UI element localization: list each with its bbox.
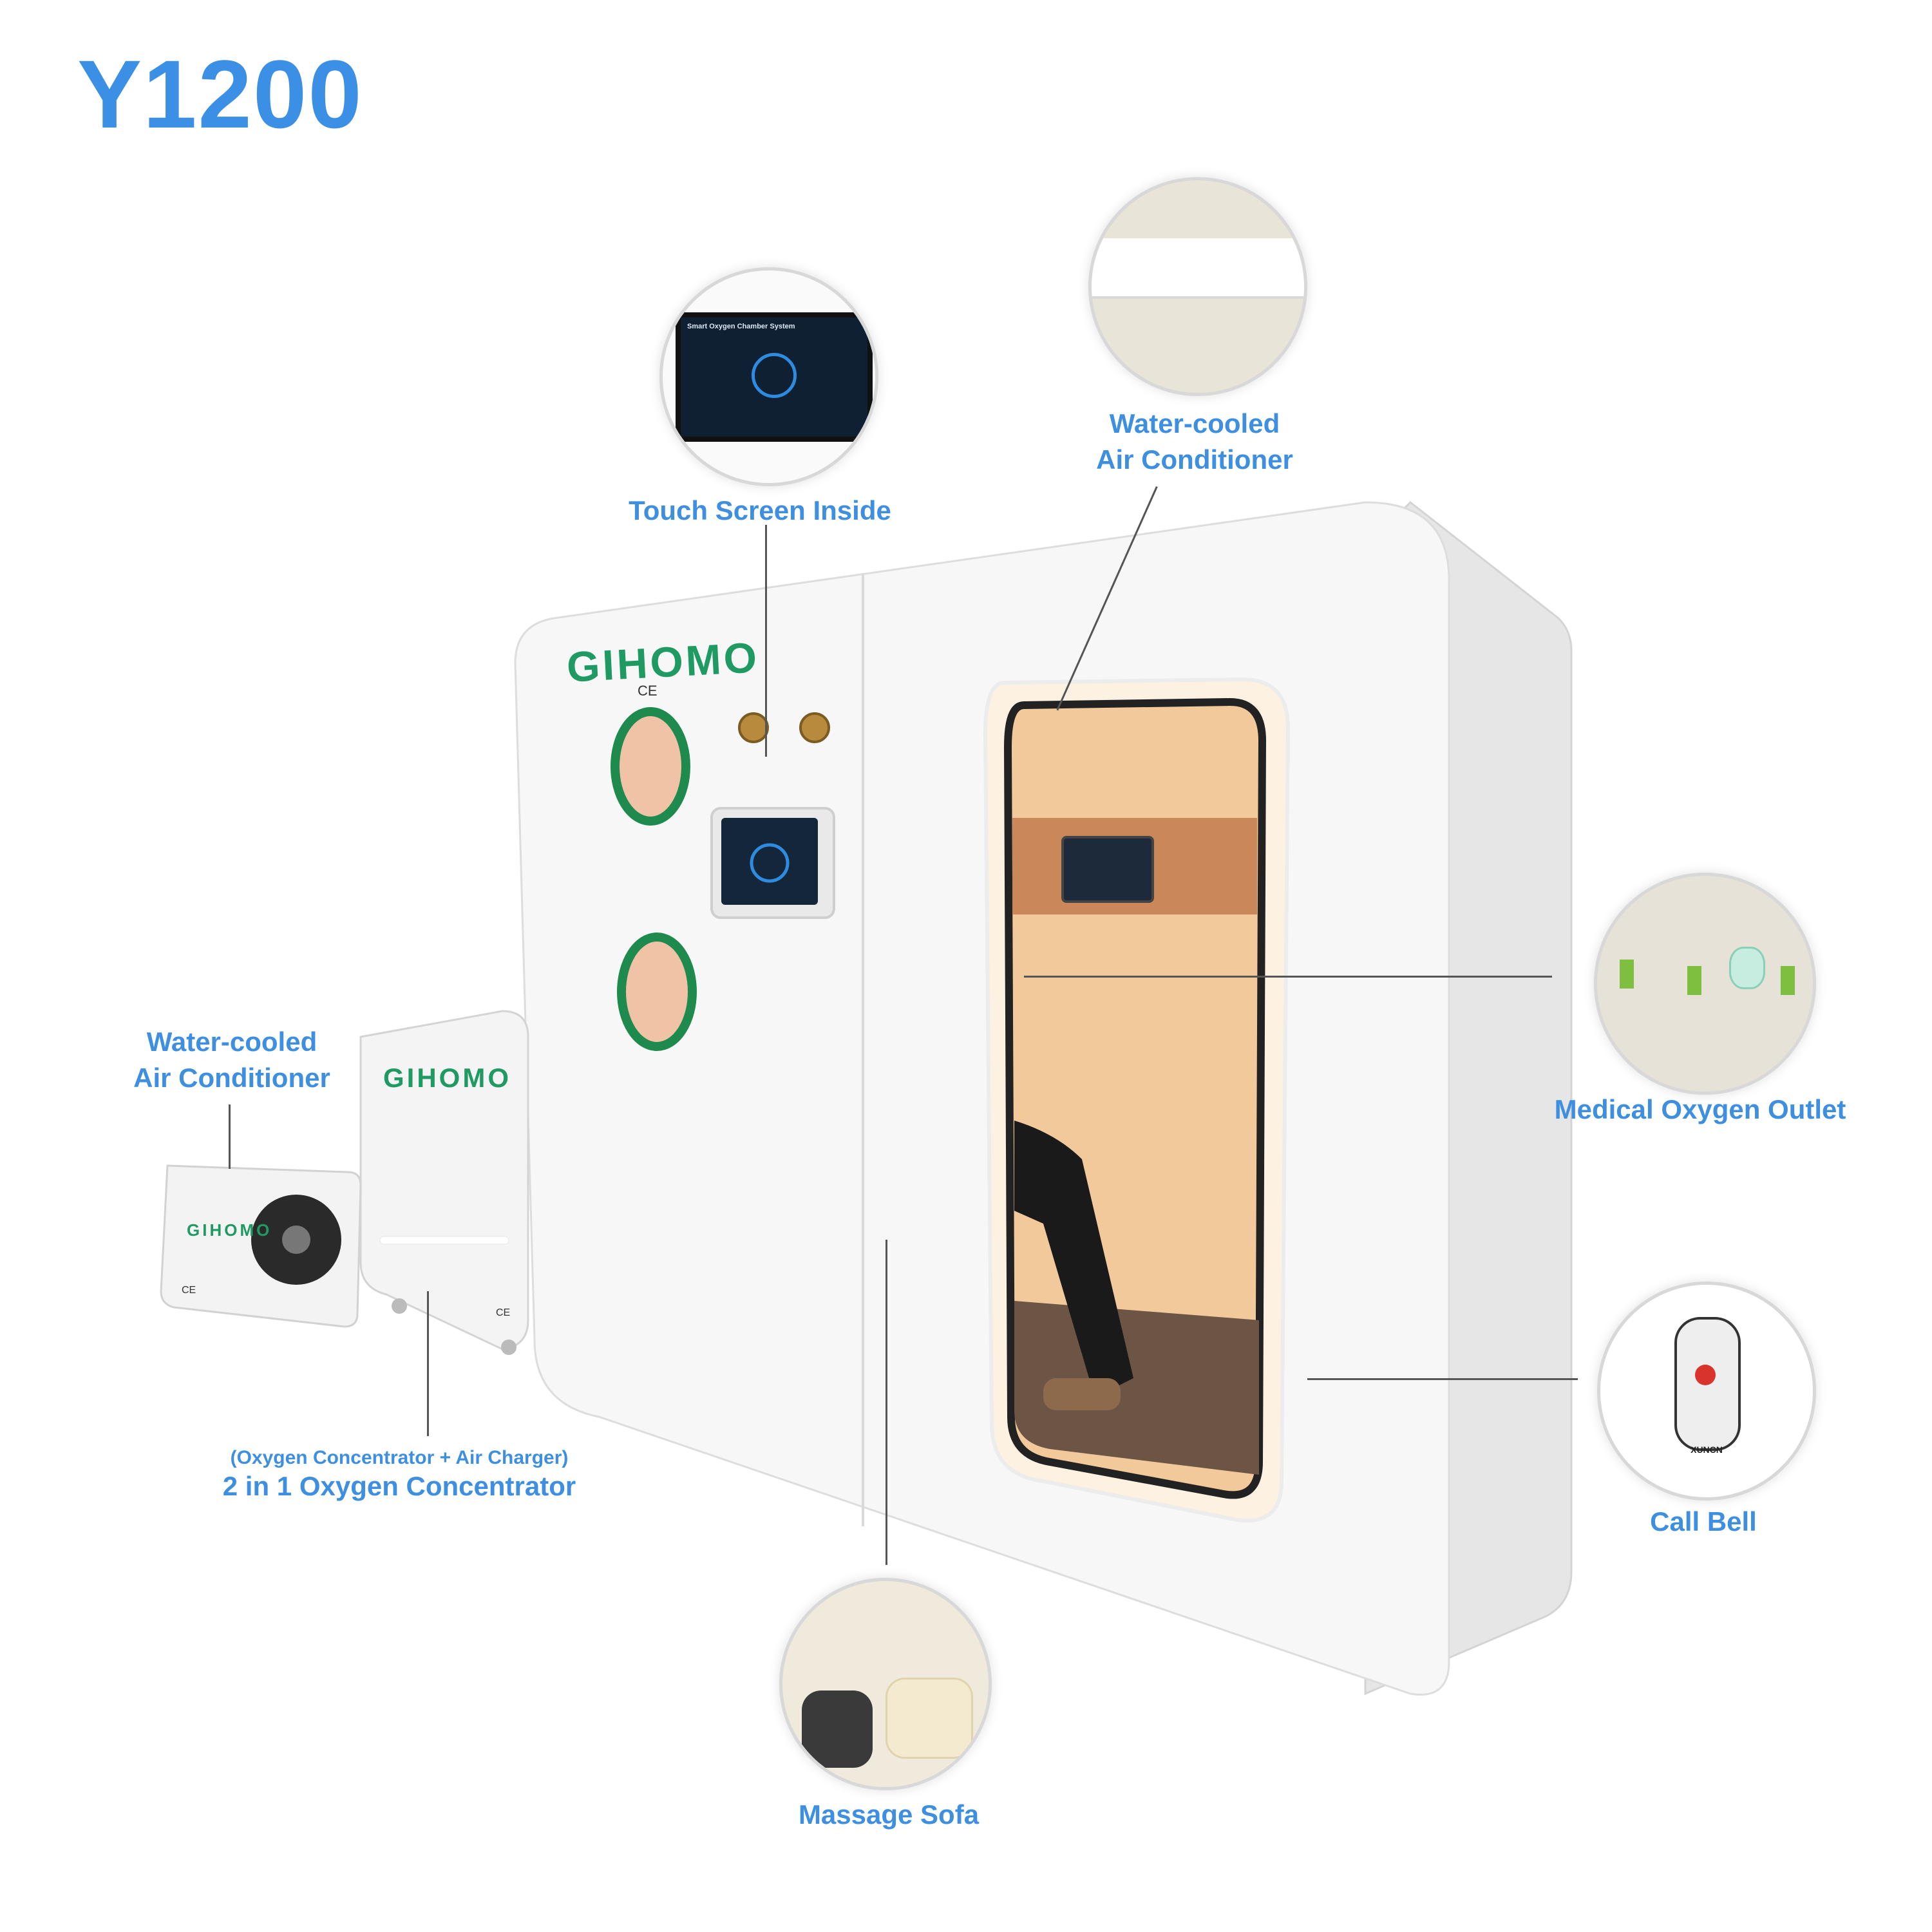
label-ac-top-line2: Air Conditioner <box>1096 444 1293 475</box>
concentrator-wheel-2 <box>501 1340 516 1355</box>
label-oxygen-outlet: Medical Oxygen Outlet <box>1554 1094 1846 1124</box>
model-title: Y1200 <box>77 40 363 148</box>
touch-screen-photo: Smart Oxygen Chamber System <box>659 267 878 486</box>
label-ac-top: Water-cooled Air Conditioner <box>1043 406 1346 478</box>
chamber-brand-logo: GIHOMO <box>565 633 761 691</box>
massage-sofa-photo <box>779 1578 992 1790</box>
interior-carpet <box>1014 1301 1259 1475</box>
leader-ac-left <box>229 1104 231 1169</box>
screen-dial-icon <box>752 353 797 398</box>
sofa-icon <box>886 1678 973 1759</box>
leader-call-bell <box>1307 1378 1578 1380</box>
touch-panel-dial <box>750 843 790 883</box>
wall-ac-photo <box>1088 177 1307 396</box>
label-call-bell: Call Bell <box>1650 1506 1757 1537</box>
massage-chair-icon <box>802 1690 873 1768</box>
label-touch-screen: Touch Screen Inside <box>629 495 891 526</box>
oxygen-concentrator-body <box>359 1010 529 1350</box>
concentrator-brand-logo: GIHOMO <box>383 1063 511 1093</box>
touch-screen-display: Smart Oxygen Chamber System <box>676 312 873 442</box>
call-bell-button <box>1695 1365 1716 1385</box>
leader-touch-screen <box>765 525 767 757</box>
label-ac-left-line1: Water-cooled <box>146 1027 317 1057</box>
call-bell-brand: XUNCN <box>1690 1444 1723 1455</box>
call-bell-photo: XUNCN <box>1597 1282 1816 1501</box>
chamber-ce-mark: CE <box>638 683 658 699</box>
leader-concentrator <box>427 1291 429 1436</box>
label-ac-top-line1: Water-cooled <box>1109 408 1280 439</box>
leader-oxygen-outlet <box>1024 976 1552 978</box>
outlet-bottle-2 <box>1687 966 1701 995</box>
porthole-lower <box>617 933 697 1051</box>
touch-panel-screen <box>721 818 818 905</box>
label-massage-sofa: Massage Sofa <box>798 1799 980 1830</box>
valve-left <box>738 712 769 743</box>
concentrator-wheel-1 <box>392 1298 407 1314</box>
ac-brand-logo: GIHOMO <box>187 1220 272 1240</box>
label-concentrator-main: 2 in 1 Oxygen Concentrator <box>222 1471 576 1501</box>
wall-ac-unit <box>1092 238 1304 299</box>
valve-right <box>799 712 830 743</box>
person-legs <box>1014 1121 1133 1397</box>
label-concentrator-sub: (Oxygen Concentrator + Air Charger) <box>230 1447 569 1468</box>
ac-fan-hub <box>282 1226 310 1254</box>
person-shoe <box>1043 1378 1121 1410</box>
outlet-bottle-1 <box>1620 960 1634 989</box>
label-concentrator: (Oxygen Concentrator + Air Charger) 2 in… <box>193 1446 605 1502</box>
oxygen-mask-icon <box>1729 947 1765 989</box>
label-ac-left-line2: Air Conditioner <box>133 1063 330 1093</box>
concentrator-light-strip <box>379 1236 509 1245</box>
porthole-upper <box>611 707 690 826</box>
ac-ce-mark: CE <box>182 1285 196 1296</box>
outlet-bottle-3 <box>1781 966 1795 995</box>
oxygen-outlet-photo <box>1594 873 1816 1095</box>
screen-header-text: Smart Oxygen Chamber System <box>687 323 795 330</box>
label-ac-left: Water-cooled Air Conditioner <box>90 1024 374 1096</box>
concentrator-ce-mark: CE <box>496 1307 511 1318</box>
leader-massage-sofa <box>886 1240 887 1565</box>
call-bell-device <box>1674 1317 1741 1451</box>
interior-screen <box>1061 836 1154 903</box>
